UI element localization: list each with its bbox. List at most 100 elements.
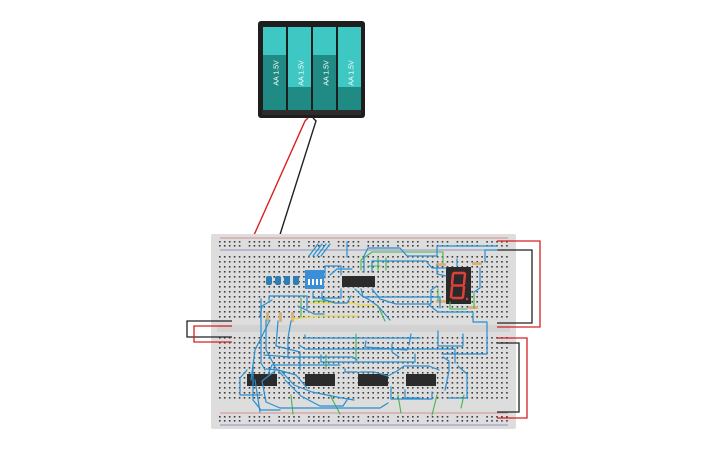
wire[interactable] <box>354 288 391 321</box>
wire[interactable] <box>363 245 498 273</box>
wire[interactable] <box>484 249 498 263</box>
wire[interactable] <box>265 368 308 389</box>
resistors <box>266 262 482 322</box>
yellow-wires[interactable] <box>291 302 379 320</box>
led-1[interactable] <box>266 276 272 285</box>
resistor[interactable] <box>472 262 482 265</box>
wire[interactable] <box>364 340 408 351</box>
wire[interactable] <box>298 344 456 364</box>
wire[interactable] <box>321 291 352 304</box>
resistor[interactable] <box>266 312 269 322</box>
wire[interactable] <box>391 343 400 358</box>
blue-wires[interactable] <box>239 241 498 413</box>
left-rail-jumper-red[interactable] <box>193 325 232 343</box>
wire[interactable] <box>268 295 308 310</box>
wire[interactable] <box>436 264 447 277</box>
gate-chip-body <box>406 374 436 386</box>
battery-cell: AA 1.5V <box>338 27 361 115</box>
resistor[interactable] <box>279 312 282 322</box>
resistor[interactable] <box>436 263 446 266</box>
wire[interactable] <box>431 394 438 416</box>
battery-pack[interactable]: AA 1.5V AA 1.5V AA 1.5V AA 1.5V <box>258 21 365 118</box>
wire[interactable] <box>308 243 319 257</box>
wire[interactable] <box>287 320 292 359</box>
dip-toggle-4[interactable] <box>320 279 322 285</box>
right-lower-rail-jumper-black[interactable] <box>497 342 520 413</box>
wire[interactable] <box>309 302 379 306</box>
wire[interactable] <box>297 305 325 315</box>
wire[interactable] <box>437 330 464 347</box>
wire[interactable] <box>442 356 450 391</box>
wire[interactable] <box>316 243 327 257</box>
breadboard-center-channel <box>217 325 510 332</box>
wire[interactable] <box>359 365 440 377</box>
battery-cell: AA 1.5V <box>313 27 336 115</box>
resistor[interactable] <box>291 312 294 322</box>
gate-chip-4[interactable] <box>406 374 436 386</box>
wire[interactable] <box>460 394 465 409</box>
led-bank[interactable] <box>266 276 299 285</box>
battery-cell: AA 1.5V <box>288 27 311 115</box>
wire[interactable] <box>324 265 342 279</box>
wire[interactable] <box>291 315 359 320</box>
dip-toggle-1[interactable] <box>308 279 310 285</box>
gate-chip-3[interactable] <box>358 374 388 386</box>
wire[interactable] <box>408 333 412 346</box>
wire[interactable] <box>312 288 342 299</box>
wires[interactable] <box>239 241 498 416</box>
led-4[interactable] <box>293 276 299 285</box>
wire[interactable] <box>252 364 281 411</box>
wire[interactable] <box>259 299 273 317</box>
wire[interactable] <box>404 389 421 399</box>
wire[interactable] <box>377 305 386 322</box>
right-rail-jumper-red[interactable] <box>497 240 541 328</box>
wire[interactable] <box>290 394 294 415</box>
wire[interactable] <box>329 268 353 276</box>
wire[interactable] <box>473 267 481 293</box>
wire[interactable] <box>239 369 263 396</box>
battery-cell-label: AA 1.5V <box>324 60 331 86</box>
seven-segment-display[interactable] <box>446 267 471 304</box>
led-3[interactable] <box>284 276 290 285</box>
battery-cell-label: AA 1.5V <box>349 60 356 86</box>
gate-chip-1[interactable] <box>247 374 277 386</box>
battery-black-lead[interactable] <box>276 117 317 245</box>
right-rail-jumper-black[interactable] <box>497 249 533 324</box>
wire[interactable] <box>428 304 488 355</box>
wire[interactable] <box>344 368 358 373</box>
right-lower-rail-jumper-red[interactable] <box>497 337 528 419</box>
seven-segment-digit <box>449 271 467 300</box>
gate-chip-body <box>358 374 388 386</box>
left-rail-jumper-black[interactable] <box>186 320 232 338</box>
wire[interactable] <box>250 319 271 381</box>
dip-toggle-3[interactable] <box>316 279 318 285</box>
dip-switch[interactable] <box>305 270 324 289</box>
wire[interactable] <box>320 243 331 257</box>
wire[interactable] <box>449 301 468 310</box>
decoder-chip[interactable] <box>342 276 375 287</box>
battery-red-lead[interactable] <box>249 117 309 245</box>
wire[interactable] <box>260 298 266 371</box>
dip-toggle-2[interactable] <box>312 279 314 285</box>
wire[interactable] <box>397 394 402 414</box>
wire[interactable] <box>320 353 416 363</box>
wire[interactable] <box>360 288 441 309</box>
wire[interactable] <box>312 243 323 257</box>
wire[interactable] <box>329 394 341 415</box>
wire[interactable] <box>284 379 348 407</box>
wire[interactable] <box>360 251 444 271</box>
wire[interactable] <box>261 370 389 409</box>
wire[interactable] <box>281 371 355 401</box>
gate-chip-body <box>247 374 277 386</box>
battery-cell-label: AA 1.5V <box>299 60 306 86</box>
wire[interactable] <box>254 379 261 413</box>
wire[interactable] <box>447 365 468 399</box>
battery-cell: AA 1.5V <box>263 27 286 115</box>
led-2[interactable] <box>275 276 281 285</box>
resistor[interactable] <box>468 306 478 309</box>
gate-chip-2[interactable] <box>305 374 335 386</box>
battery-cell-label: AA 1.5V <box>274 60 281 86</box>
gate-chip-body <box>305 374 335 386</box>
wire[interactable] <box>390 386 433 400</box>
